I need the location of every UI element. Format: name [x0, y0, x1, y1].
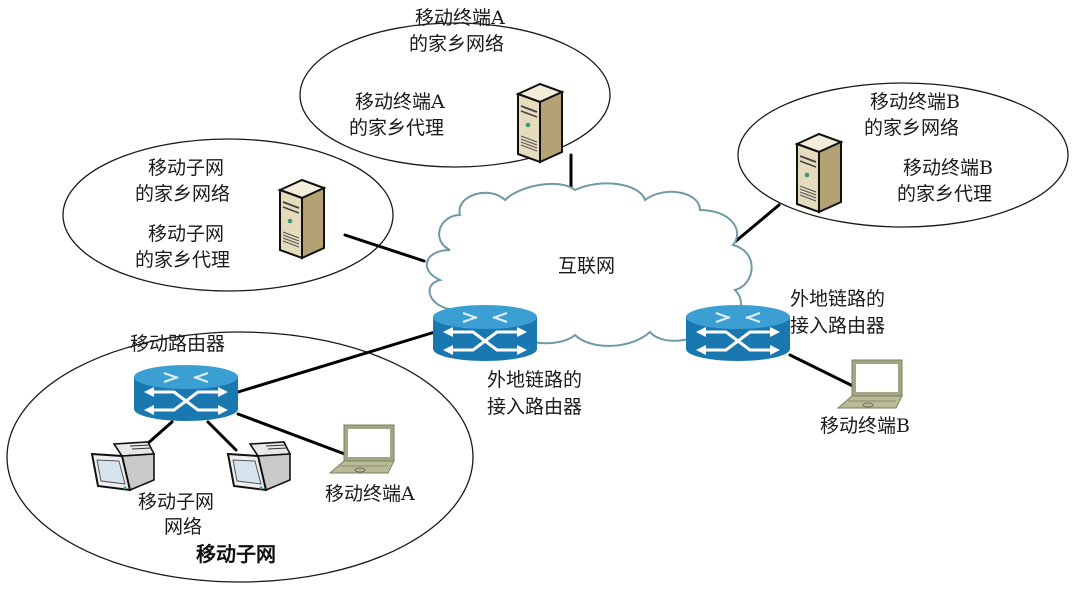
link-router-monitor-2 [206, 420, 238, 452]
server-icon [517, 83, 563, 163]
home-network-b-label-1: 移动终端B [870, 91, 960, 113]
mobile-terminal-a-label: 移动终端A [325, 483, 415, 505]
home-network-b-boundary [737, 82, 1069, 228]
home-network-b-label-2: 的家乡网络 [864, 117, 959, 139]
router-icon [431, 303, 539, 363]
link-mobile-router-foreign-router [236, 330, 437, 394]
monitor-icon [227, 441, 291, 491]
home-agent-b-label-1: 移动终端B [903, 157, 993, 179]
home-network-a-label-2: 的家乡网络 [409, 33, 504, 55]
foreign-router-right-label-2: 接入路由器 [790, 315, 885, 337]
server-icon [279, 179, 325, 259]
link-server-b-internet [734, 203, 781, 243]
foreign-router-left-label-2: 接入路由器 [487, 396, 582, 418]
link-router-terminal-a [236, 412, 360, 461]
router-icon [684, 303, 792, 363]
home-agent-b-label-2: 的家乡代理 [897, 183, 992, 205]
mobile-subnet-title: 移动子网 [196, 542, 276, 566]
mobile-subnet-boundary [6, 331, 474, 583]
mobile-subnet-home-boundary [62, 138, 394, 292]
laptop-icon [329, 424, 395, 474]
internet-label: 互联网 [558, 255, 615, 277]
home-network-a-boundary [299, 22, 611, 168]
mobile-terminal-b-label: 移动终端B [820, 415, 910, 437]
subnet-home-network-label-2: 的家乡网络 [135, 183, 230, 205]
monitor-icon [91, 441, 155, 491]
home-agent-a-label-2: 的家乡代理 [349, 117, 444, 139]
foreign-router-left-label-1: 外地链路的 [487, 369, 582, 391]
home-network-a-label-1: 移动终端A [415, 7, 505, 29]
subnet-network-label-1: 移动子网 [138, 491, 214, 513]
mobile-router-label: 移动路由器 [130, 333, 225, 355]
subnet-home-agent-label-1: 移动子网 [148, 223, 224, 245]
subnet-home-network-label-1: 移动子网 [148, 157, 224, 179]
subnet-network-label-2: 网络 [164, 516, 202, 538]
server-icon [796, 133, 842, 213]
home-agent-a-label-1: 移动终端A [355, 91, 445, 113]
router-icon [132, 363, 240, 423]
subnet-home-agent-label-2: 的家乡代理 [135, 249, 230, 271]
foreign-router-right-label-1: 外地链路的 [790, 288, 885, 310]
link-subnet-home-internet [343, 233, 426, 263]
